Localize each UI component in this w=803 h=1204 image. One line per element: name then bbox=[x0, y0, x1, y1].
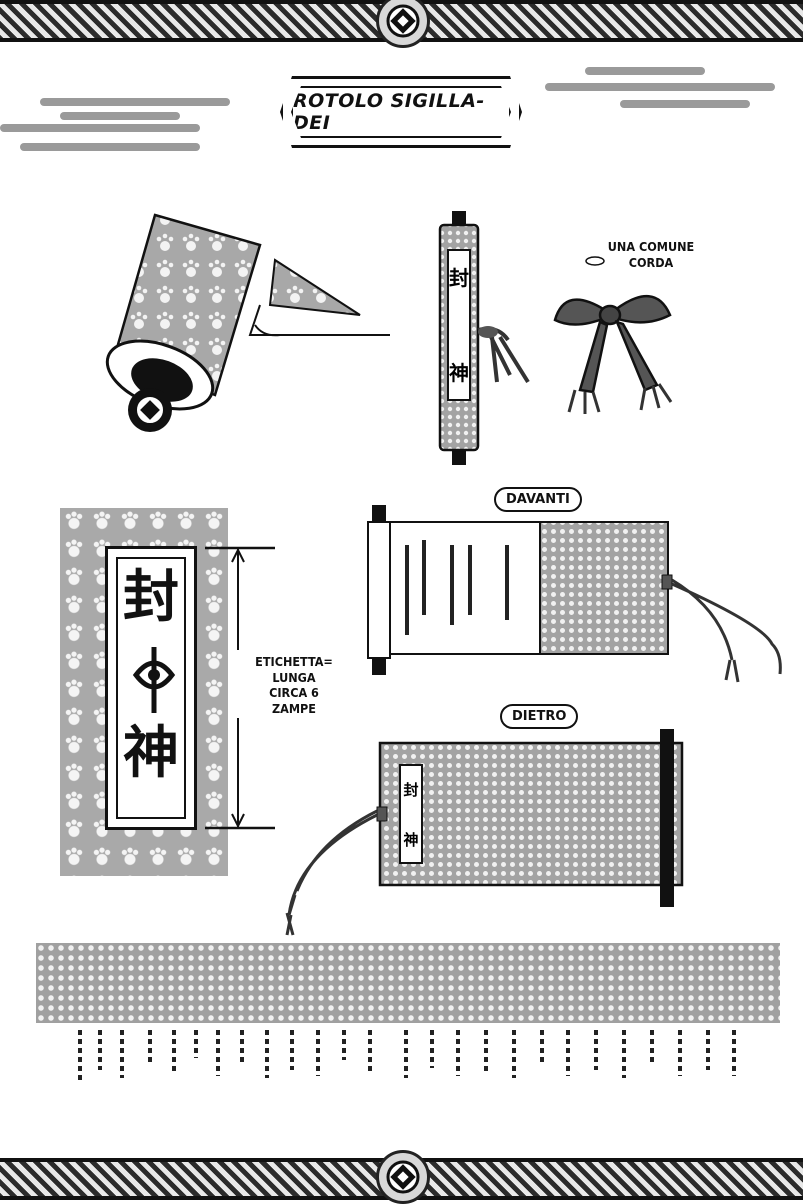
measurement-bracket bbox=[205, 546, 275, 830]
tag-glyph-top: 封 bbox=[123, 564, 179, 630]
cloud-streak bbox=[40, 98, 230, 106]
cloud-streak bbox=[0, 124, 200, 132]
script-line bbox=[566, 1030, 570, 1076]
script-line bbox=[706, 1030, 710, 1070]
script-line bbox=[404, 1030, 408, 1078]
cloud-streak bbox=[585, 67, 705, 75]
script-line bbox=[650, 1030, 654, 1064]
script-line bbox=[98, 1030, 102, 1070]
back-label: DIETRO bbox=[500, 704, 579, 729]
scripture-text bbox=[405, 540, 509, 635]
rolled-scroll-closeup bbox=[105, 213, 390, 432]
script-line bbox=[78, 1030, 82, 1080]
script-line bbox=[540, 1030, 544, 1066]
script-line bbox=[290, 1030, 294, 1070]
bottom-crest-icon bbox=[376, 1150, 430, 1204]
script-line bbox=[148, 1030, 152, 1066]
rope-label: UNA COMUNE CORDA bbox=[607, 239, 695, 270]
script-line bbox=[316, 1030, 320, 1076]
pattern-strip bbox=[36, 943, 780, 1023]
seal-glyph-bottom: 神 bbox=[449, 361, 469, 385]
script-line bbox=[342, 1030, 346, 1060]
script-line bbox=[430, 1030, 434, 1068]
script-line bbox=[120, 1030, 124, 1078]
back-glyph-top: 封 bbox=[403, 781, 418, 799]
tag-glyph-bottom: 神 bbox=[123, 720, 179, 786]
script-line bbox=[484, 1030, 488, 1072]
open-scroll-back: 封 神 bbox=[285, 729, 684, 936]
script-line bbox=[240, 1030, 244, 1064]
seal-tag: 封 神 bbox=[105, 546, 197, 830]
open-scroll-front bbox=[367, 505, 782, 683]
page-title: ROTOLO SIGILLA-DEI bbox=[293, 90, 485, 134]
script-line bbox=[732, 1030, 736, 1076]
rope-bow-icon bbox=[553, 294, 673, 414]
script-line bbox=[172, 1030, 176, 1074]
cloud-streak bbox=[20, 143, 200, 151]
cloud-streak bbox=[545, 83, 775, 91]
script-line bbox=[512, 1030, 516, 1078]
cloud-streak bbox=[60, 112, 180, 120]
script-line bbox=[594, 1030, 598, 1070]
back-glyph-bottom: 神 bbox=[403, 831, 418, 849]
cloud-streak bbox=[620, 100, 750, 108]
script-line bbox=[216, 1030, 220, 1076]
script-line bbox=[678, 1030, 682, 1076]
top-crest-icon bbox=[376, 0, 430, 48]
closed-scroll-with-rope: 封 神 bbox=[438, 211, 530, 465]
seal-glyph-top: 封 bbox=[449, 266, 469, 290]
script-line bbox=[456, 1030, 460, 1076]
script-line bbox=[194, 1030, 198, 1058]
script-line bbox=[265, 1030, 269, 1078]
eye-emblem-icon bbox=[132, 647, 176, 713]
tag-length-label: ETICHETTA= LUNGA CIRCA 6 ZAMPE bbox=[255, 654, 333, 716]
script-line bbox=[368, 1030, 372, 1074]
title-plate: ROTOLO SIGILLA-DEI bbox=[280, 76, 522, 148]
front-label: DAVANTI bbox=[494, 487, 582, 512]
ring-doodle bbox=[585, 256, 605, 266]
script-line bbox=[622, 1030, 626, 1078]
